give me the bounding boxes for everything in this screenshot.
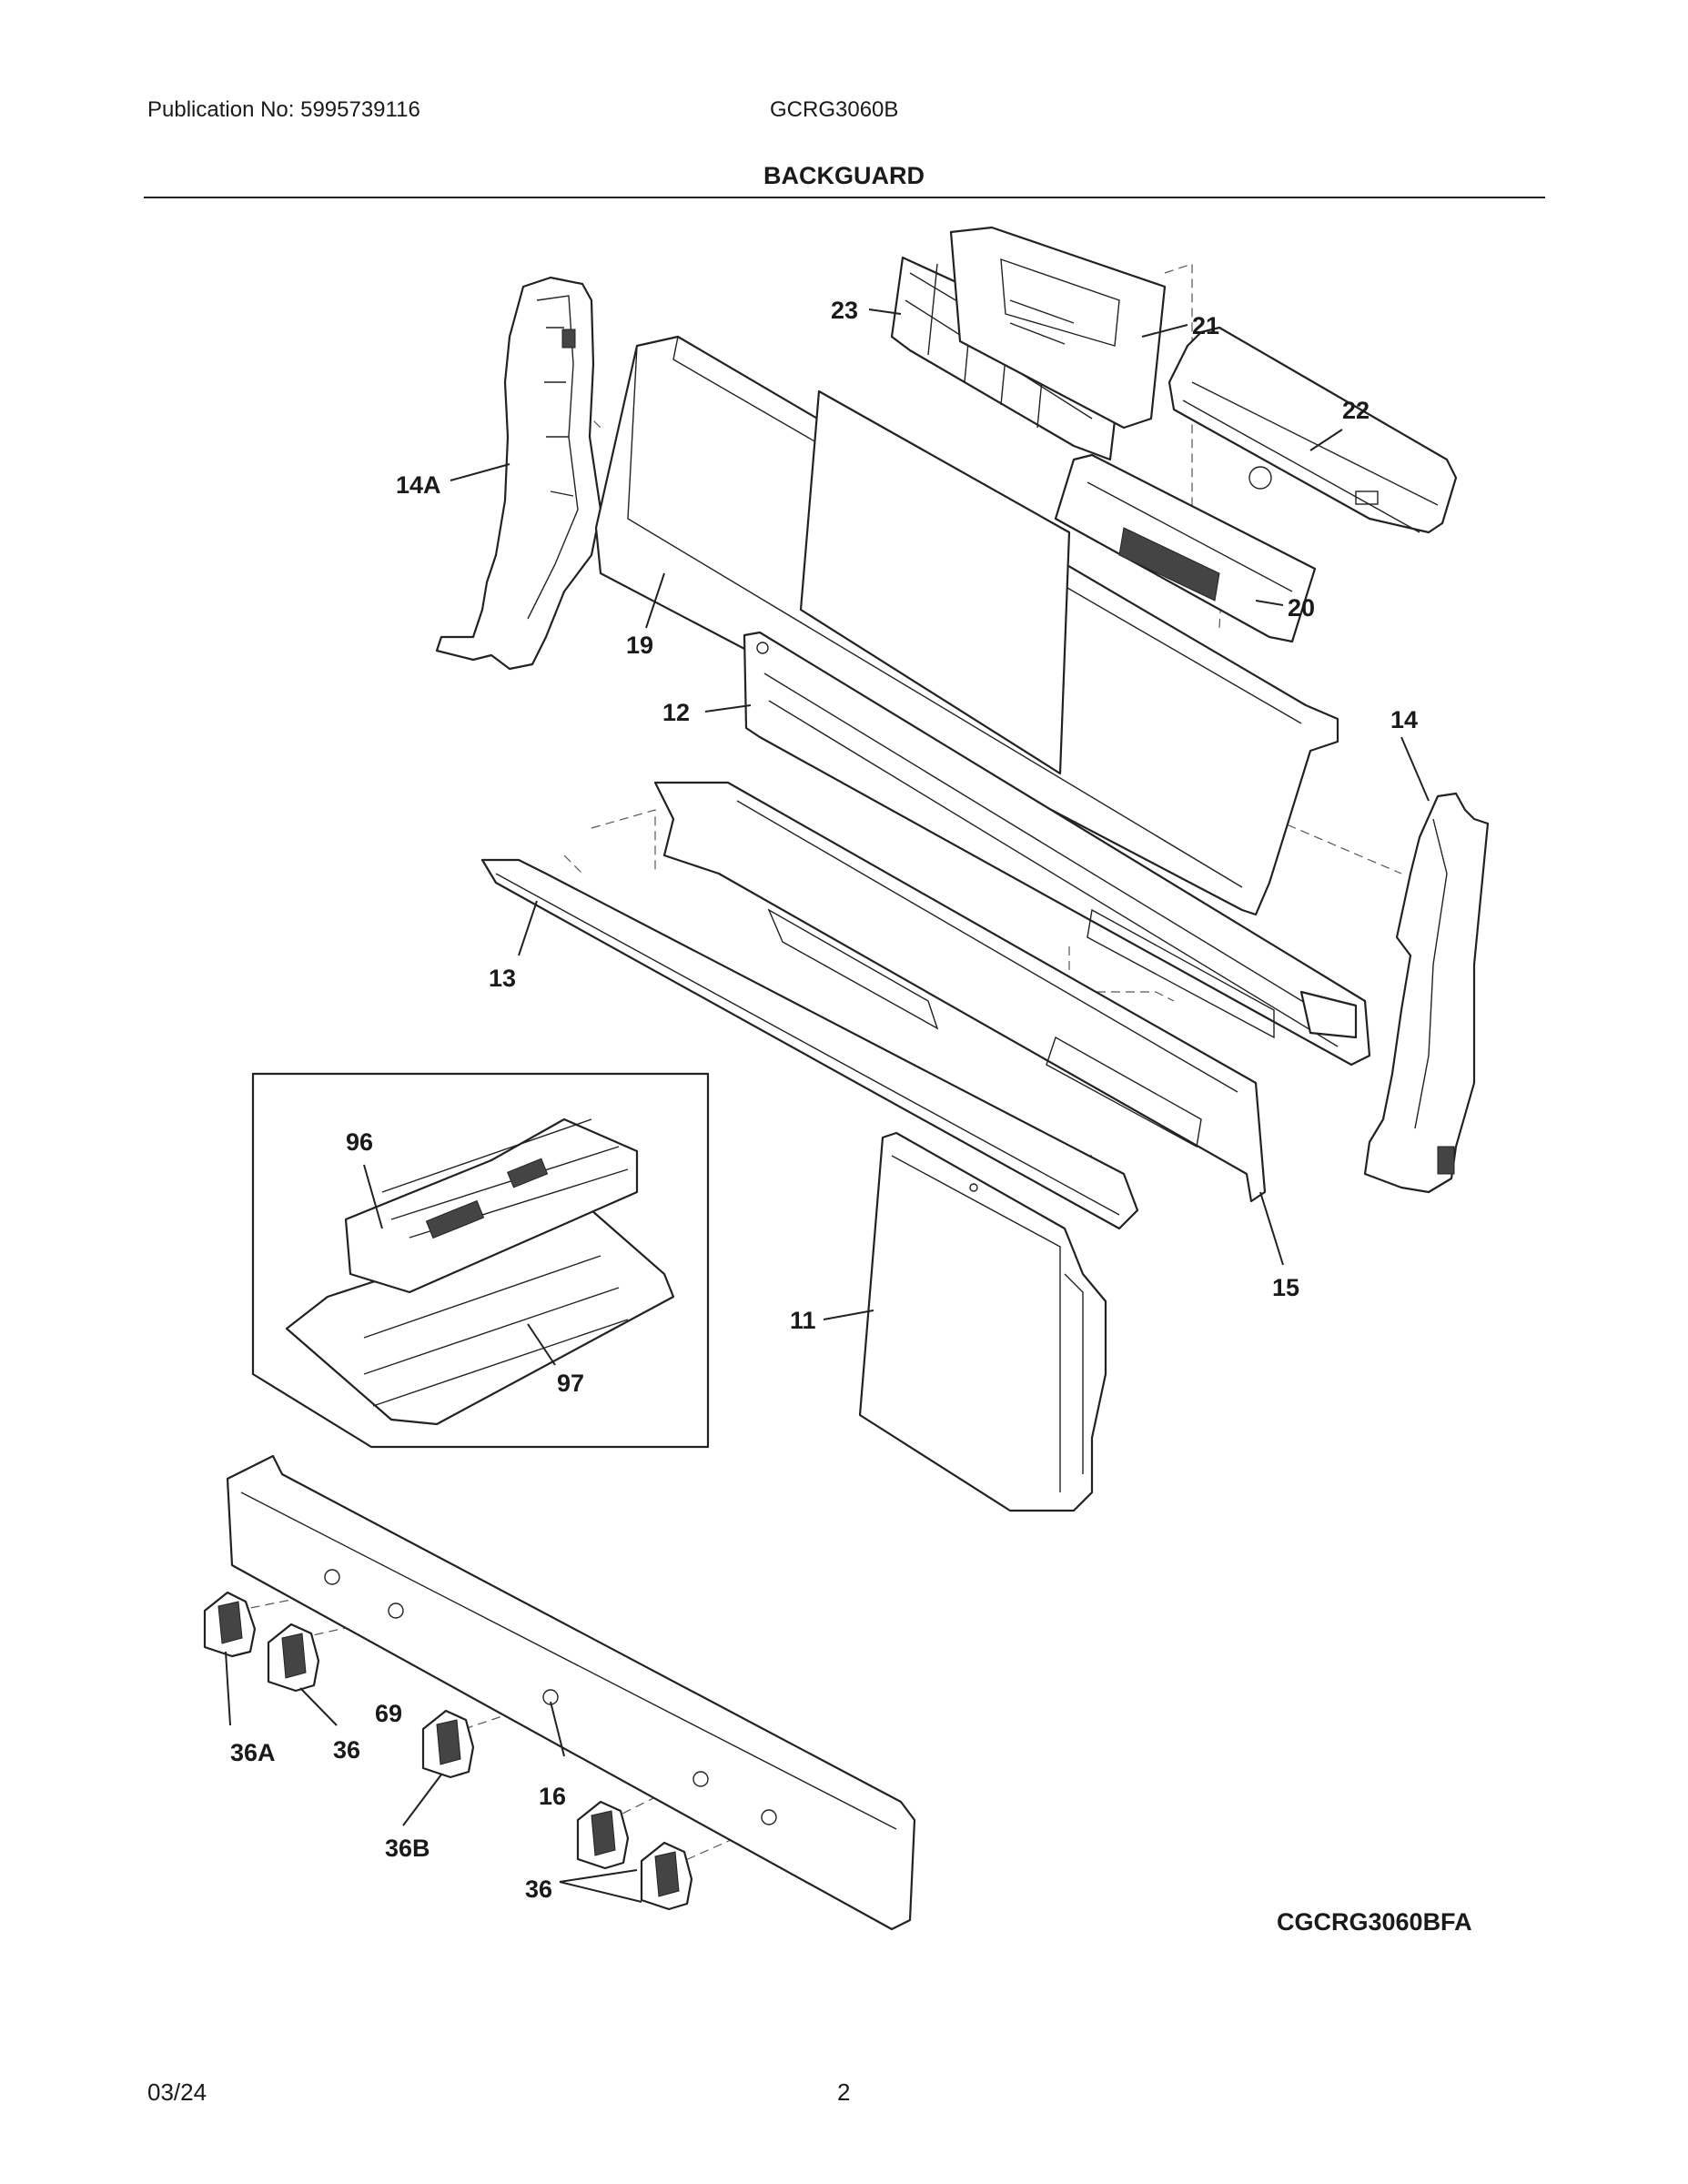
callout-69: 69 [375, 1700, 402, 1727]
knob-36-upper [267, 1623, 320, 1693]
callout-22: 22 [1342, 397, 1370, 424]
callout-12: 12 [662, 699, 690, 726]
callout-97: 97 [557, 1370, 584, 1397]
inset-box [251, 1072, 710, 1449]
display-board-20 [1054, 453, 1317, 643]
callout-36a: 36A [230, 1739, 276, 1766]
callout-36b: 36B [385, 1835, 430, 1862]
publication-number: Publication No: 5995739116 [147, 97, 420, 122]
callout-16: 16 [539, 1783, 566, 1810]
model-number: GCRG3060B [770, 97, 899, 122]
cover-11 [858, 1131, 1107, 1512]
image-code: CGCRG3060BFA [1277, 1908, 1472, 1936]
display-housing-22 [1167, 326, 1458, 534]
manifold-panel-16 [226, 1454, 916, 1931]
mounting-bracket-15 [653, 781, 1275, 1203]
callout-96: 96 [346, 1128, 373, 1156]
trim-13 [480, 858, 1139, 1230]
knob-36a [203, 1591, 257, 1658]
callout-13: 13 [489, 965, 516, 992]
knob-36-lower-2 [640, 1841, 693, 1911]
control-panel-19 [594, 335, 1339, 916]
publication-date: 03/24 [147, 2078, 207, 2106]
callout-23: 23 [831, 297, 858, 324]
callout-20: 20 [1288, 594, 1315, 622]
leader-lines [225, 308, 1430, 1903]
callout-15: 15 [1272, 1274, 1299, 1301]
callout-14a: 14A [396, 471, 441, 499]
header-rule [144, 197, 1545, 198]
callout-36-lower: 36 [525, 1876, 552, 1903]
section-title: BACKGUARD [763, 162, 925, 189]
callout-11: 11 [790, 1307, 816, 1334]
callout-36: 36 [333, 1736, 360, 1764]
display-bracket-12 [743, 631, 1371, 1067]
page-number: 2 [837, 2078, 851, 2106]
left-end-cap-14a [435, 276, 602, 671]
callout-19: 19 [626, 632, 653, 659]
callout-14: 14 [1390, 706, 1418, 733]
control-frame-21 [949, 226, 1167, 430]
knob-36-lower-1 [576, 1800, 630, 1870]
callout-21: 21 [1192, 312, 1219, 339]
right-end-cap-14 [1363, 792, 1490, 1194]
knob-36b [421, 1709, 475, 1779]
